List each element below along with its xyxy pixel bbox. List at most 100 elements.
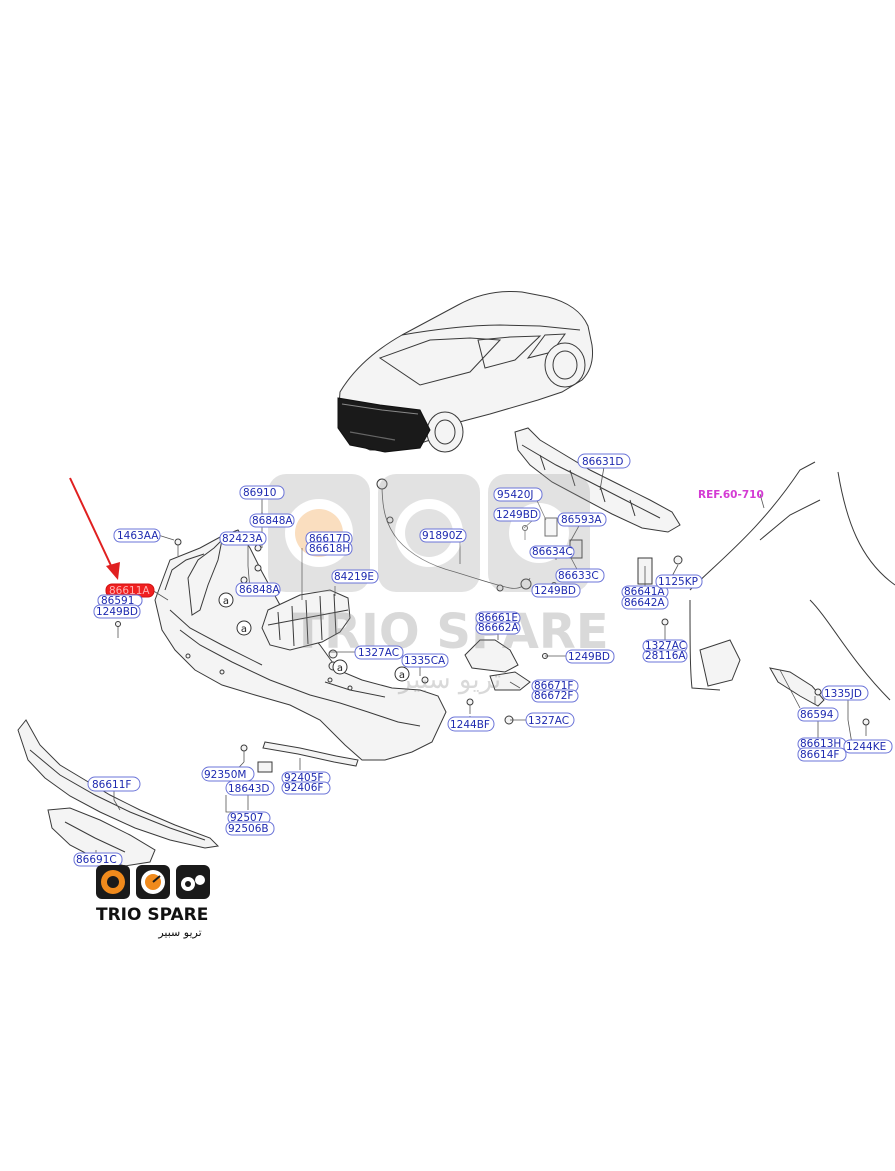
watermark-text: TRIO SPARE <box>291 604 608 660</box>
label-86593A[interactable]: 86593A <box>557 512 607 527</box>
marker-a-text-1: a <box>223 596 229 607</box>
label-86614F[interactable]: 86614F <box>797 747 847 762</box>
wiring-harness <box>381 483 531 589</box>
label-1249BD-4-text: 1249BD <box>568 651 610 663</box>
label-86613H-text: 86613H <box>800 738 841 750</box>
label-92506B-text: 92506B <box>228 823 269 835</box>
label-92350M[interactable]: 92350M <box>201 766 255 782</box>
label-91890Z-text: 91890Z <box>422 530 463 542</box>
label-1125KP[interactable]: 1125KP <box>655 574 703 589</box>
label-1327AC-2-text: 1327AC <box>528 715 569 727</box>
label-84219E[interactable]: 84219E <box>331 569 379 584</box>
label-86661E[interactable]: 86661E <box>475 611 521 625</box>
label-86634C[interactable]: 86634C <box>529 545 575 559</box>
label-86848A-2[interactable]: 86848A <box>235 582 281 597</box>
wire-clip <box>386 516 394 524</box>
label-86662A[interactable]: 86662A <box>475 621 521 635</box>
label-18643D[interactable]: 18643D <box>225 780 275 796</box>
label-92350M-text: 92350M <box>204 769 246 781</box>
label-95420J-text: 95420J <box>497 489 534 501</box>
label-86618H-text: 86618H <box>309 543 350 555</box>
label-86591-text: 86591 <box>101 595 134 607</box>
label-92405F[interactable]: 92405F <box>281 771 331 785</box>
label-1327AC-1[interactable]: 1327AC <box>354 645 404 660</box>
label-86661E-text: 86661E <box>478 612 518 624</box>
label-1327AC-3[interactable]: 1327AC <box>642 639 688 653</box>
marker-a-text-3: a <box>337 663 343 674</box>
label-1327AC-1-text: 1327AC <box>358 647 399 659</box>
label-86672F[interactable]: 86672F <box>531 689 579 703</box>
label-86633C[interactable]: 86633C <box>555 568 605 583</box>
label-1249BD-1-text: 1249BD <box>96 606 138 618</box>
label-1244KE[interactable]: 1244KE <box>843 739 893 754</box>
car-illustration <box>337 291 593 453</box>
label-86618H[interactable]: 86618H <box>305 541 353 556</box>
label-28116A-text: 28116A <box>645 650 686 662</box>
label-86662A-text: 86662A <box>478 622 519 634</box>
label-86910[interactable]: 86910 <box>239 485 285 500</box>
ref-label: REF.60-710 <box>698 489 764 501</box>
wire-clip-2 <box>496 584 504 592</box>
marker-a-text-4: a <box>399 670 405 681</box>
lower-diffuser <box>17 719 220 849</box>
label-86593A-text: 86593A <box>561 514 602 526</box>
label-86594-text: 86594 <box>800 709 834 721</box>
label-1249BD-3-text: 1249BD <box>534 585 576 597</box>
watermark-arabic: تريو سبير <box>397 665 501 695</box>
label-1335JD-text: 1335JD <box>824 688 862 700</box>
label-95420J[interactable]: 95420J <box>493 487 543 502</box>
label-92406F[interactable]: 92406F <box>281 781 331 795</box>
energy-absorber <box>261 589 351 651</box>
label-86611F[interactable]: 86611F <box>87 776 141 792</box>
label-86671F[interactable]: 86671F <box>531 679 579 693</box>
label-86594[interactable]: 86594 <box>797 707 839 722</box>
label-86611A-text: 86611A <box>109 585 150 597</box>
label-1249BD-1[interactable]: 1249BD <box>93 604 141 619</box>
label-86641A-text: 86641A <box>624 586 665 598</box>
label-1327AC-2[interactable]: 1327AC <box>525 712 575 728</box>
marker-a-text-2: a <box>241 624 247 635</box>
label-86591[interactable]: 86591 <box>97 594 143 607</box>
label-86671F-text: 86671F <box>534 680 573 692</box>
label-86691C[interactable]: 86691C <box>73 852 123 867</box>
label-1335CA[interactable]: 1335CA <box>401 653 449 668</box>
label-86848A-1[interactable]: 86848A <box>249 513 295 528</box>
skid-plate <box>47 807 156 867</box>
sensor-connector <box>376 478 388 490</box>
marker-a-2: a <box>236 620 252 636</box>
label-1335JD[interactable]: 1335JD <box>821 685 869 701</box>
label-86642A[interactable]: 86642A <box>621 595 669 610</box>
label-86672F-text: 86672F <box>534 690 573 702</box>
label-86631D-text: 86631D <box>582 456 624 468</box>
label-86848A-2-text: 86848A <box>239 584 280 596</box>
label-86631D[interactable]: 86631D <box>577 453 631 469</box>
label-1244KE-text: 1244KE <box>846 741 886 753</box>
label-1244BF[interactable]: 1244BF <box>447 716 495 732</box>
label-1249BD-3[interactable]: 1249BD <box>531 583 581 598</box>
label-86642A-text: 86642A <box>624 597 665 609</box>
label-82423A-text: 82423A <box>222 533 263 545</box>
label-1335CA-text: 1335CA <box>404 655 446 667</box>
label-86611A-highlighted[interactable]: 86611A <box>105 583 155 598</box>
label-92507-text: 92507 <box>230 812 263 824</box>
fasteners <box>115 525 870 773</box>
label-1249BD-4[interactable]: 1249BD <box>565 649 615 664</box>
label-1125KP-text: 1125KP <box>658 576 698 588</box>
label-1249BD-2[interactable]: 1249BD <box>493 507 541 522</box>
trio-spare-logo: TRIO SPARE تريو سبير <box>96 865 210 939</box>
label-82423A[interactable]: 82423A <box>219 531 267 546</box>
label-86641A[interactable]: 86641A <box>621 585 669 599</box>
label-1463AA-text: 1463AA <box>117 530 159 542</box>
label-91890Z[interactable]: 91890Z <box>419 528 467 543</box>
sensor-connector-2 <box>520 578 532 590</box>
back-beam <box>514 427 681 533</box>
label-1244BF-text: 1244BF <box>450 719 490 731</box>
label-86848A-1-text: 86848A <box>252 515 293 527</box>
label-92506B[interactable]: 92506B <box>225 821 275 836</box>
quarter-panel <box>689 461 895 707</box>
label-86633C-text: 86633C <box>558 570 599 582</box>
label-1249BD-2-text: 1249BD <box>496 509 538 521</box>
label-1463AA[interactable]: 1463AA <box>113 528 161 543</box>
label-28116A[interactable]: 28116A <box>642 649 688 663</box>
